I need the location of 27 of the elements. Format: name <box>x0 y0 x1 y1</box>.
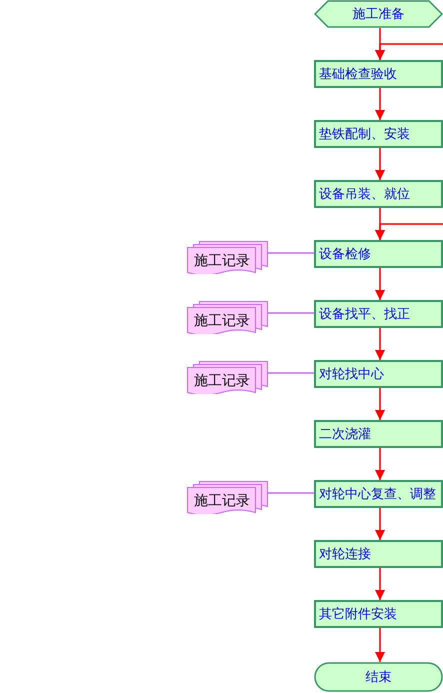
end-terminal: 结束 <box>314 662 443 692</box>
arrow <box>375 388 385 420</box>
connector-line <box>267 312 314 314</box>
process-box: 对轮连接 <box>314 540 443 568</box>
arrow <box>375 508 385 540</box>
arrow <box>375 568 385 600</box>
connector-line <box>267 372 314 374</box>
process-box: 设备检修 <box>314 240 443 268</box>
arrow <box>375 88 385 120</box>
connector-line <box>267 492 314 494</box>
process-box: 设备找平、找正 <box>314 300 443 328</box>
start-hexagon: 施工准备 <box>314 0 443 28</box>
arrow <box>375 328 385 360</box>
arrow <box>375 268 385 300</box>
process-box: 设备吊装、就位 <box>314 180 443 208</box>
process-box: 对轮中心复查、调整 <box>314 480 443 508</box>
process-box: 基础检查验收 <box>314 60 443 88</box>
process-box: 其它附件安装 <box>314 600 443 628</box>
connector-line <box>267 252 314 254</box>
arrow <box>375 628 385 662</box>
arrow <box>375 448 385 480</box>
arrow <box>375 43 443 60</box>
process-box: 对轮找中心 <box>314 360 443 388</box>
arrow <box>375 148 385 180</box>
process-box: 二次浇灌 <box>314 420 443 448</box>
arrow <box>375 223 443 240</box>
process-box: 垫铁配制、安装 <box>314 120 443 148</box>
